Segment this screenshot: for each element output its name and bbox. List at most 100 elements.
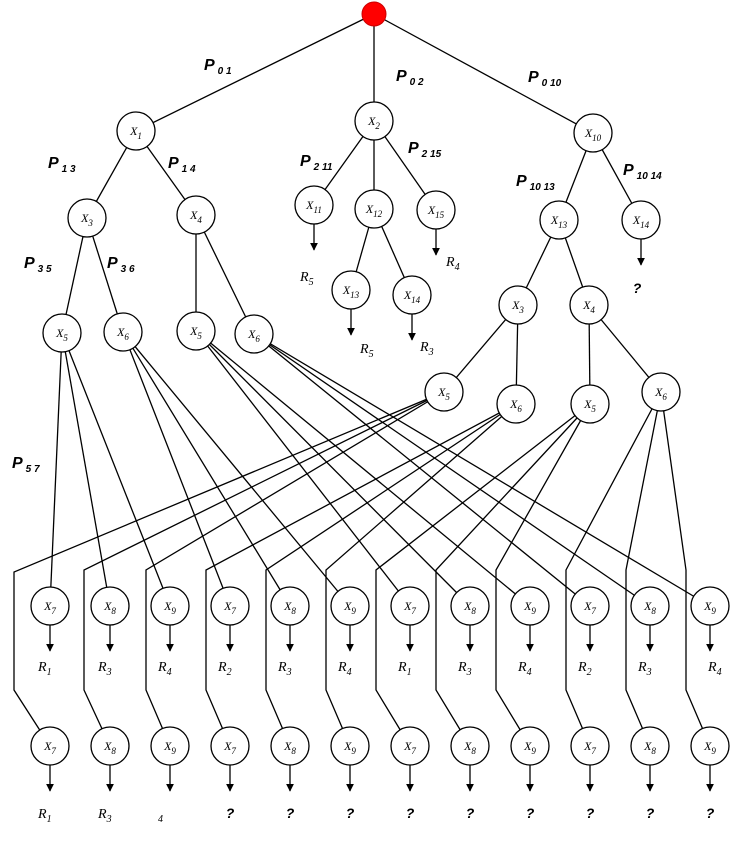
- reward-label: R2: [577, 660, 592, 678]
- tree-edges: [13, 13, 711, 747]
- state-node-label: X7: [43, 739, 56, 756]
- state-node: X9: [690, 586, 730, 626]
- reward-label: R3: [97, 660, 112, 678]
- reward-label: R3: [637, 660, 652, 678]
- state-node-label: X8: [283, 739, 296, 756]
- reward-label: 4: [158, 814, 163, 825]
- state-node-circle: [150, 726, 190, 766]
- state-node-circle: [150, 586, 190, 626]
- state-node: X6: [234, 314, 274, 354]
- state-node-label: X8: [643, 739, 656, 756]
- tree-edge-42: [495, 403, 591, 747]
- state-node-circle: [569, 285, 609, 325]
- state-node: X8: [630, 586, 670, 626]
- state-node: X6: [496, 384, 536, 424]
- state-node-circle: [30, 726, 70, 766]
- state-node-circle: [570, 726, 610, 766]
- tree-edge-15: [195, 214, 255, 335]
- tree-edge-29: [195, 330, 471, 607]
- tree-edge-30: [195, 330, 531, 607]
- state-node: X7: [390, 586, 430, 626]
- state-node-label: X5: [583, 397, 596, 414]
- reward-label: R3: [97, 807, 112, 825]
- state-node-label: X12: [365, 202, 383, 219]
- state-node-label: X5: [189, 324, 202, 341]
- state-node-label: X15: [427, 203, 445, 220]
- state-node-label: X7: [223, 599, 236, 616]
- state-node-circle: [176, 311, 216, 351]
- reward-label: R4: [707, 660, 722, 678]
- state-node-circle: [354, 101, 394, 141]
- state-node-label: X11: [305, 198, 322, 215]
- state-node-circle: [570, 586, 610, 626]
- state-node: X4: [176, 195, 216, 235]
- state-node: X2: [354, 101, 394, 141]
- reward-label: R5: [299, 270, 314, 288]
- state-node-label: X8: [283, 599, 296, 616]
- state-node: X12: [354, 189, 394, 229]
- state-node: X13: [539, 200, 579, 240]
- state-node: X9: [150, 726, 190, 766]
- state-node-label: X9: [343, 739, 356, 756]
- state-node-label: X9: [343, 599, 356, 616]
- state-node: X7: [570, 726, 610, 766]
- state-node-circle: [270, 586, 310, 626]
- reward-label: R4: [337, 660, 352, 678]
- state-node: X7: [30, 586, 70, 626]
- state-node-label: X9: [703, 599, 716, 616]
- state-node-label: X9: [163, 739, 176, 756]
- state-node-label: X9: [163, 599, 176, 616]
- state-node-label: X5: [437, 385, 450, 402]
- tree-edge-0: [135, 13, 375, 132]
- state-node-circle: [90, 586, 130, 626]
- unknown-outcome-label: ?: [526, 805, 535, 821]
- state-node: X7: [210, 726, 250, 766]
- state-node-circle: [621, 200, 661, 240]
- state-node: X8: [90, 726, 130, 766]
- tree-edge-2: [373, 13, 594, 134]
- state-node: X5: [424, 372, 464, 412]
- tree-edge-37: [205, 403, 517, 747]
- state-node-circle: [416, 190, 456, 230]
- tree-edge-26: [122, 331, 291, 607]
- reward-label: R1: [397, 660, 412, 678]
- state-node-circle: [630, 726, 670, 766]
- state-node-label: X2: [367, 114, 380, 131]
- state-node-label: X10: [584, 126, 602, 143]
- state-node: X3: [67, 198, 107, 238]
- unknown-outcome-label: ?: [633, 280, 642, 296]
- tree-edge-25: [122, 331, 231, 607]
- state-node: X9: [150, 586, 190, 626]
- reward-label: R4: [517, 660, 532, 678]
- state-node: X9: [690, 726, 730, 766]
- tree-edge-43: [565, 391, 662, 747]
- state-node: X8: [630, 726, 670, 766]
- unknown-outcome-label: ?: [226, 805, 235, 821]
- state-node-label: X9: [703, 739, 716, 756]
- state-node: X14: [392, 275, 432, 315]
- tree-edge-35: [83, 391, 445, 747]
- unknown-outcome-label: ?: [706, 805, 715, 821]
- state-node-circle: [67, 198, 107, 238]
- state-node-circle: [573, 113, 613, 153]
- state-node: X9: [510, 726, 550, 766]
- state-node-circle: [90, 726, 130, 766]
- state-node-circle: [294, 185, 334, 225]
- state-node-label: X8: [103, 599, 116, 616]
- state-node-label: X8: [103, 739, 116, 756]
- state-node-label: X14: [403, 288, 421, 305]
- state-node-circle: [390, 726, 430, 766]
- state-node-label: X7: [403, 599, 416, 616]
- tree-edge-45: [660, 391, 711, 747]
- unknown-outcome-label: ?: [406, 805, 415, 821]
- reward-label: R4: [157, 660, 172, 678]
- state-node: X5: [570, 384, 610, 424]
- state-node-label: X8: [463, 739, 476, 756]
